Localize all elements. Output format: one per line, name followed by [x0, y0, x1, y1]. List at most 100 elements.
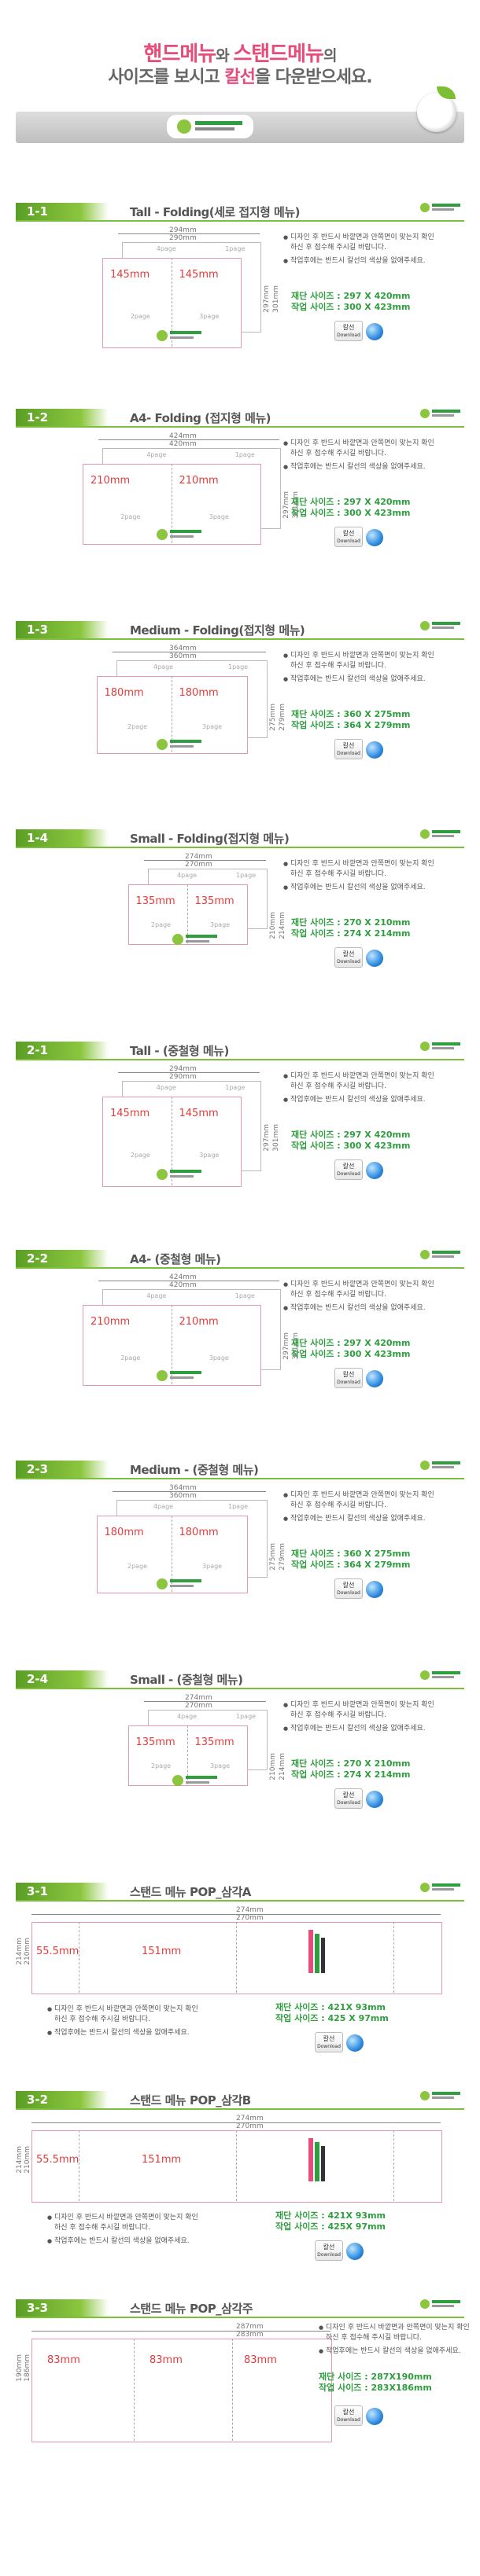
download-globe-icon[interactable]: [346, 2034, 364, 2052]
note-list: 디자인 후 반드시 바깥면과 안쪽면이 맞는지 확인하신 후 접수해 주시길 바…: [283, 1071, 441, 1108]
pop-outer: [31, 1922, 442, 1994]
section-number: 2-4: [16, 1670, 109, 1688]
title-hand-menu: 핸드메뉴: [143, 42, 217, 66]
download-label-top: 칼선: [342, 2409, 355, 2416]
page-label: 4page: [146, 451, 167, 458]
outer-width-label: 274mm: [236, 2115, 264, 2122]
note-list: 디자인 후 반드시 바깥면과 안쪽면이 맞는지 확인하신 후 접수해 주시길 바…: [283, 1280, 441, 1317]
fold-line: [134, 2339, 135, 2441]
note-item: 작업후에는 반드시 칼선의 색상을 없애주세요.: [283, 1095, 441, 1105]
download-label-bottom: Download: [337, 2417, 360, 2423]
section-brand-logo: [417, 2295, 464, 2313]
note-item: 디자인 후 반드시 바깥면과 안쪽면이 맞는지 확인하신 후 접수해 주시길 바…: [283, 233, 441, 253]
note-list: 디자인 후 반드시 바깥면과 안쪽면이 맞는지 확인하신 후 접수해 주시길 바…: [283, 1700, 441, 1737]
right-width: 210mm: [179, 475, 219, 487]
outer-height-label: 279mm: [278, 1543, 286, 1571]
download-label-bottom: Download: [317, 2252, 341, 2258]
section-title: Tall - (중철형 메뉴): [130, 1044, 229, 1058]
cut-size: 재단 사이즈 : 297 X 420mm: [291, 291, 411, 301]
note-list: 디자인 후 반드시 바깥면과 안쪽면이 맞는지 확인하신 후 접수해 주시길 바…: [283, 1490, 441, 1527]
download-label-top: 칼선: [323, 2243, 335, 2251]
download-label-top: 칼선: [342, 950, 355, 957]
fold-line: [186, 884, 188, 943]
download-globe-icon[interactable]: [366, 1581, 383, 1598]
page-label: 2page: [151, 921, 172, 928]
brand-logo: [167, 115, 253, 138]
brand-mark: [291, 1930, 346, 1973]
outer-width-label: 287mm: [236, 2323, 264, 2331]
download-globe-icon[interactable]: [366, 1370, 383, 1387]
title-cutline: 칼선: [224, 68, 255, 87]
width-guide: [98, 439, 279, 440]
note-item: 디자인 후 반드시 바깥면과 안쪽면이 맞는지 확인하신 후 접수해 주시길 바…: [319, 2323, 476, 2343]
cut-size: 재단 사이즈 : 270 X 210mm: [291, 917, 411, 928]
outer-width-label: 294mm: [169, 226, 197, 234]
note-item: 작업후에는 반드시 칼선의 색상을 없애주세요.: [283, 1514, 441, 1524]
download-globe-icon[interactable]: [366, 741, 383, 759]
work-size: 작업 사이즈 : 425 X 97mm: [275, 2013, 389, 2023]
width-guide: [31, 2331, 330, 2332]
page-label: 4page: [153, 663, 174, 671]
download-globe-icon[interactable]: [366, 529, 383, 546]
cut-size: 재단 사이즈 : 297 X 420mm: [291, 497, 411, 507]
section-brand-logo: [417, 1037, 464, 1056]
page-label: 3page: [209, 1354, 229, 1361]
download-label-top: 칼선: [342, 1371, 355, 1378]
page-label: 3page: [210, 1762, 231, 1769]
inner-width-label: 290mm: [169, 234, 197, 242]
work-size: 작업 사이즈 : 300 X 423mm: [291, 508, 411, 518]
note-item: 작업후에는 반드시 칼선의 색상을 없애주세요.: [319, 2346, 476, 2357]
outer-width-label: 274mm: [185, 853, 212, 861]
download-globe-icon[interactable]: [366, 1162, 383, 1179]
download-globe-icon[interactable]: [366, 1791, 383, 1808]
left-width: 180mm: [104, 1527, 144, 1538]
inner-height-label: 297mm: [282, 1332, 290, 1360]
section-brand-logo: [417, 1666, 464, 1685]
section-title: A4- (중철형 메뉴): [130, 1252, 221, 1266]
outer-width-label: 294mm: [169, 1065, 197, 1073]
download-globe-icon[interactable]: [366, 323, 383, 340]
title-download-text: 을 다운받으세요.: [254, 68, 373, 87]
download-label-top: 칼선: [342, 324, 355, 331]
page-label: 3page: [202, 723, 223, 731]
download-globe-icon[interactable]: [346, 2243, 364, 2260]
download-globe-icon[interactable]: [366, 2408, 383, 2425]
outer-height-label: 279mm: [278, 704, 286, 731]
inner-height-label: 210mm: [24, 1938, 31, 1965]
front-panel: [127, 1725, 248, 1786]
download-globe-icon[interactable]: [366, 950, 383, 967]
width-guide: [31, 2122, 441, 2123]
inner-width-label: 270mm: [185, 1702, 212, 1710]
title-stand-menu: 스탠드메뉴: [233, 42, 324, 66]
page-label: 3page: [202, 1563, 223, 1571]
note-item: 작업후에는 반드시 칼선의 색상을 없애주세요.: [283, 256, 441, 266]
inner-width-label: 420mm: [169, 1281, 197, 1289]
